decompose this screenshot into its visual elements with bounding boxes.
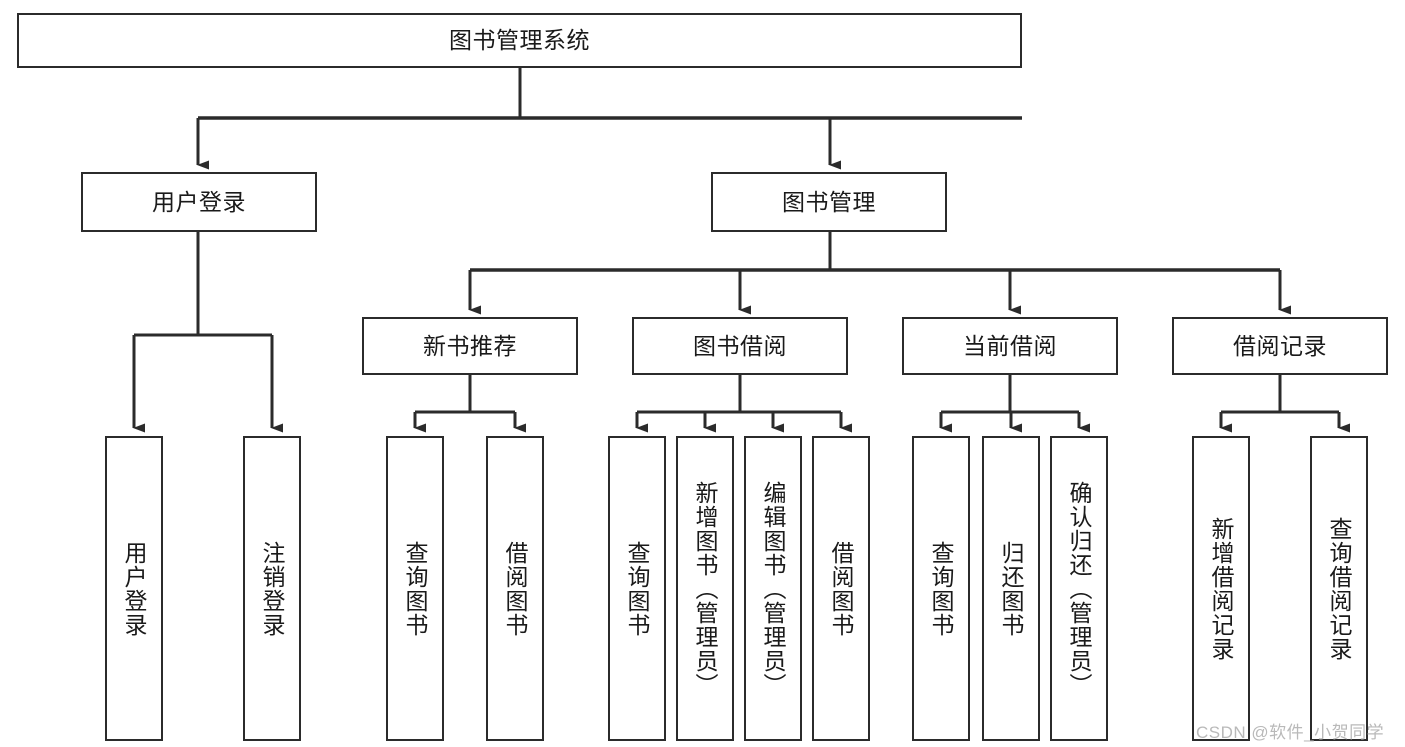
leaf-query-books-newbook[interactable]: 查询图书: [386, 436, 444, 741]
leaf-query-books-current[interactable]: 查询图书: [912, 436, 970, 741]
node-new-book-recommend-label: 新书推荐: [423, 332, 517, 359]
leaf-confirm-return-admin[interactable]: 确认归还（管理员）: [1050, 436, 1108, 741]
node-root-label: 图书管理系统: [449, 27, 590, 54]
leaf-borrow-books-borrow[interactable]: 借阅图书: [812, 436, 870, 741]
leaf-query-books-borrow[interactable]: 查询图书: [608, 436, 666, 741]
leaf-add-book-admin[interactable]: 新增图书（管理员）: [676, 436, 734, 741]
leaf-confirm-return-admin-label: 确认归还（管理员）: [1066, 480, 1093, 697]
node-user-login-label: 用户登录: [152, 188, 246, 215]
leaf-edit-book-admin[interactable]: 编辑图书（管理员）: [744, 436, 802, 741]
node-book-borrow[interactable]: 图书借阅: [632, 317, 848, 375]
node-borrow-records-label: 借阅记录: [1233, 332, 1327, 359]
leaf-add-borrow-record-label: 新增借阅记录: [1208, 516, 1235, 661]
node-current-borrow[interactable]: 当前借阅: [902, 317, 1118, 375]
leaf-borrow-books-borrow-label: 借阅图书: [828, 540, 855, 637]
node-book-borrow-label: 图书借阅: [693, 332, 787, 359]
node-book-management-label: 图书管理: [782, 188, 876, 215]
leaf-add-borrow-record[interactable]: 新增借阅记录: [1192, 436, 1250, 741]
leaf-return-books-label: 归还图书: [998, 540, 1025, 637]
leaf-add-book-admin-label: 新增图书（管理员）: [692, 480, 719, 697]
leaf-user-login[interactable]: 用户登录: [105, 436, 163, 741]
leaf-borrow-books-newbook-label: 借阅图书: [502, 540, 529, 637]
leaf-query-borrow-record[interactable]: 查询借阅记录: [1310, 436, 1368, 741]
node-book-management[interactable]: 图书管理: [711, 172, 947, 232]
node-user-login[interactable]: 用户登录: [81, 172, 317, 232]
node-current-borrow-label: 当前借阅: [963, 332, 1057, 359]
node-borrow-records[interactable]: 借阅记录: [1172, 317, 1388, 375]
leaf-query-books-borrow-label: 查询图书: [624, 540, 651, 637]
leaf-user-login-label: 用户登录: [121, 540, 148, 637]
leaf-query-books-current-label: 查询图书: [928, 540, 955, 637]
leaf-edit-book-admin-label: 编辑图书（管理员）: [760, 480, 787, 697]
leaf-logout-label: 注销登录: [259, 540, 286, 637]
leaf-borrow-books-newbook[interactable]: 借阅图书: [486, 436, 544, 741]
leaf-logout[interactable]: 注销登录: [243, 436, 301, 741]
leaf-query-borrow-record-label: 查询借阅记录: [1326, 516, 1353, 661]
node-root[interactable]: 图书管理系统: [17, 13, 1022, 68]
node-new-book-recommend[interactable]: 新书推荐: [362, 317, 578, 375]
leaf-return-books[interactable]: 归还图书: [982, 436, 1040, 741]
leaf-query-books-newbook-label: 查询图书: [402, 540, 429, 637]
